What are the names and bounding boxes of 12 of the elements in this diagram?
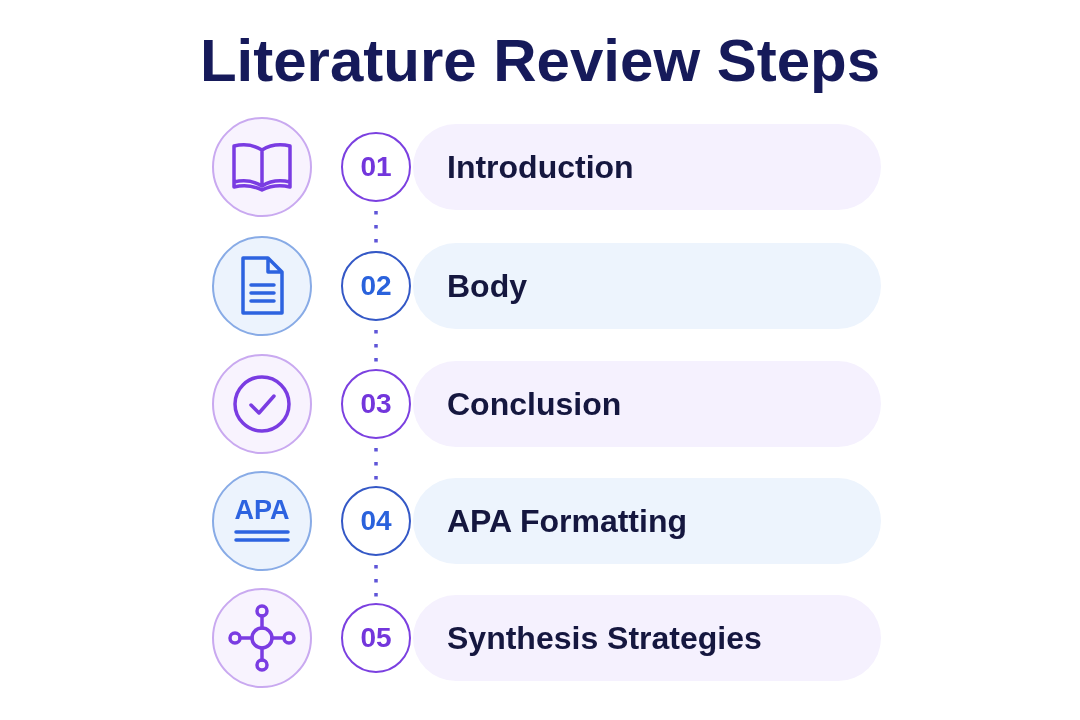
step-number-circle: 03 (341, 369, 411, 439)
step-title: APA Formatting (447, 502, 687, 540)
step-number-circle: 01 (341, 132, 411, 202)
step-number-circle: 02 (341, 251, 411, 321)
step-title: Introduction (447, 148, 634, 186)
title: Literature Review Steps (199, 27, 881, 94)
step-number-circle: 05 (341, 603, 411, 673)
step-title: Conclusion (447, 385, 622, 423)
step-title: Synthesis Strategies (447, 619, 762, 657)
icon-label: APA (234, 495, 290, 525)
step-title: Body (447, 267, 527, 305)
step-number-circle: 04 (341, 486, 411, 556)
